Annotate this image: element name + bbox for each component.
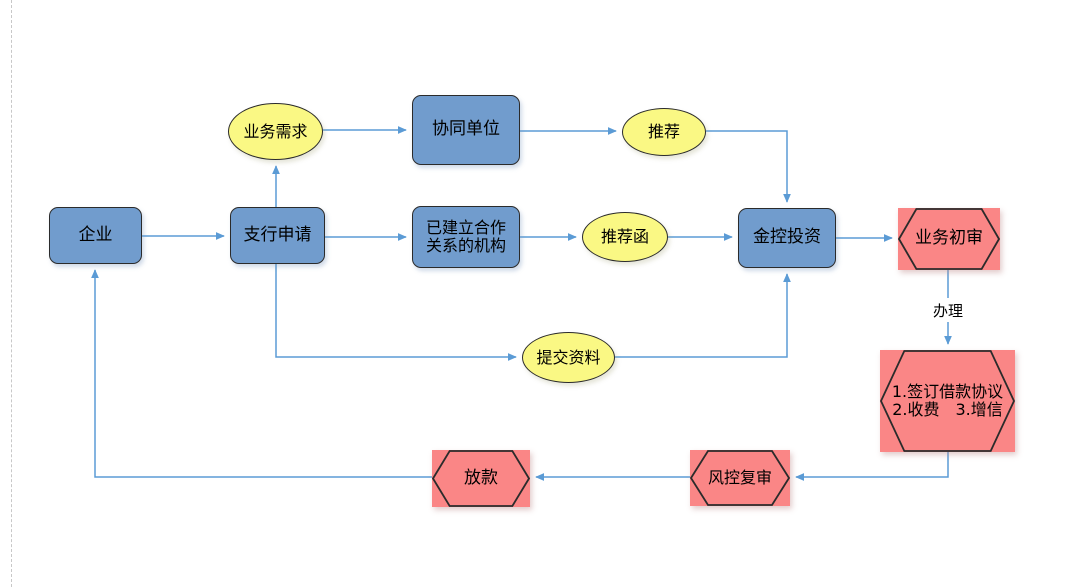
connector-disburse-to-enterprise: [91, 269, 432, 478]
node-label: 企业: [78, 224, 113, 245]
connector-recommend-to-jinkong: [706, 130, 791, 203]
connector-branch-to-submit: [275, 264, 517, 361]
hexagon-shape: [690, 450, 790, 506]
node-loan-agreement[interactable]: 1.签订借款协议 2.收费 3.增信: [880, 350, 1015, 452]
node-label: 业务需求: [243, 121, 308, 141]
node-label: 已建立合作 关系的机构: [425, 218, 506, 255]
node-label: 推荐: [647, 122, 680, 142]
node-partner-unit[interactable]: 协同单位: [412, 95, 520, 165]
node-enterprise[interactable]: 企业: [49, 207, 142, 264]
node-existing-org[interactable]: 已建立合作 关系的机构: [412, 206, 520, 268]
node-label: 业务初审: [915, 228, 983, 249]
node-risk-review[interactable]: 风控复审: [690, 450, 790, 506]
node-label: 推荐函: [600, 227, 649, 247]
connector-submit-to-jinkong: [615, 273, 791, 358]
node-disburse[interactable]: 放款: [432, 450, 530, 507]
edge-label-handle: 办理: [920, 298, 976, 322]
node-label: 金控投资: [753, 227, 821, 248]
node-submit-docs[interactable]: 提交资料: [522, 332, 615, 383]
node-label: 放款: [464, 467, 498, 488]
node-label: 1.签订借款协议 2.收费 3.增信: [891, 382, 1004, 419]
node-label: 协同单位: [432, 119, 500, 140]
hexagon-shape: [432, 450, 530, 507]
node-label: 支行申请: [243, 224, 312, 245]
node-label: 提交资料: [536, 347, 601, 367]
hexagon-shape: [880, 350, 1015, 452]
node-initial-review[interactable]: 业务初审: [898, 208, 1000, 270]
node-branch-apply[interactable]: 支行申请: [230, 207, 325, 264]
node-label: 风控复审: [707, 468, 772, 488]
node-recommend-letter[interactable]: 推荐函: [582, 212, 668, 262]
page-margin-guide: [11, 0, 12, 587]
node-jinkong-invest[interactable]: 金控投资: [738, 208, 836, 268]
node-business-need[interactable]: 业务需求: [228, 103, 323, 160]
node-recommend[interactable]: 推荐: [622, 108, 706, 156]
hexagon-shape: [898, 208, 1000, 270]
connector-agreement-to-risk-review: [795, 452, 949, 481]
